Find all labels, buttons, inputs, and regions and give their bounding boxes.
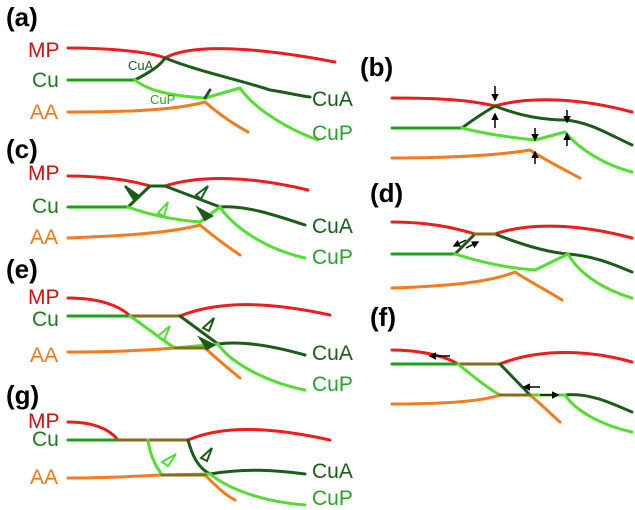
cross-vein — [203, 88, 212, 100]
panel-label-f: (f) — [370, 302, 396, 332]
panel-label-g: (g) — [6, 380, 39, 410]
open-arrow-icon — [199, 447, 213, 463]
cup-label: CuP — [312, 246, 353, 269]
cup-vein — [128, 314, 307, 392]
panel-label-c: (c) — [6, 134, 38, 164]
cua-label: CuA — [312, 88, 353, 111]
mp-vein — [66, 46, 337, 64]
mp-label: MP — [28, 286, 60, 309]
open-arrow-icon — [156, 325, 171, 342]
cup-vein — [456, 362, 634, 434]
aa-label: AA — [30, 466, 58, 489]
cup-vein — [460, 126, 634, 174]
panel-f: (f) — [370, 302, 634, 434]
mp-vein — [66, 174, 310, 192]
cua-vein — [498, 362, 634, 414]
aa-vein — [390, 393, 562, 424]
cua-label: CuA — [312, 215, 353, 238]
cua-vein — [133, 56, 312, 99]
filled-arrow-icon — [197, 335, 217, 351]
cup-label: CuP — [312, 487, 353, 510]
cup-label: CuP — [312, 373, 353, 396]
aa-label: AA — [30, 344, 58, 367]
cua-vein — [126, 184, 307, 227]
movement-arrow — [452, 239, 467, 247]
aa-label: AA — [30, 226, 58, 249]
cup-vein — [146, 438, 307, 507]
cup-vein — [133, 78, 320, 142]
panel-a: (a) MP Cu AA CuA CuP CuA CuP — [6, 2, 353, 145]
cup-small-label: CuP — [150, 92, 175, 107]
cua-vein — [460, 104, 634, 147]
cu-label: Cu — [32, 308, 59, 331]
mp-vein — [390, 220, 634, 240]
cua-label: CuA — [312, 342, 353, 365]
open-arrow-icon — [160, 453, 177, 468]
mp-vein — [66, 420, 332, 442]
panel-d: (d) — [370, 178, 634, 302]
panel-g: (g) MP Cu AA CuA CuP — [6, 380, 353, 510]
filled-arrow-icon — [195, 205, 215, 222]
cup-vein — [453, 252, 634, 300]
mp-vein — [390, 348, 634, 366]
movement-arrow — [465, 241, 480, 249]
mp-label: MP — [28, 410, 60, 433]
panel-label-b: (b) — [360, 52, 393, 82]
panel-c: (c) MP Cu AA CuA CuP — [6, 134, 353, 269]
panel-e: (e) MP Cu AA CuA CuP — [6, 254, 353, 396]
cup-label: CuP — [312, 122, 353, 145]
cua-label: CuA — [312, 460, 353, 483]
cu-label: Cu — [32, 428, 59, 451]
aa-label: AA — [30, 101, 58, 124]
aa-vein — [66, 100, 250, 134]
filled-arrow-icon — [124, 185, 141, 202]
aa-vein — [390, 270, 564, 302]
panel-label-a: (a) — [6, 2, 38, 32]
aa-vein — [66, 223, 242, 257]
cup-vein — [126, 205, 307, 260]
cua-small-label: CuA — [128, 58, 154, 73]
cu-label: Cu — [32, 195, 59, 218]
panel-b: (b) — [360, 52, 634, 180]
open-arrow-icon — [156, 201, 169, 218]
cu-label: Cu — [32, 69, 59, 92]
aa-vein — [390, 148, 582, 180]
aa-vein — [66, 346, 242, 380]
open-arrow-icon — [201, 317, 215, 333]
mp-vein — [390, 96, 634, 114]
aa-vein — [66, 473, 237, 502]
panel-label-d: (d) — [370, 178, 403, 208]
panel-label-e: (e) — [6, 254, 38, 284]
open-arrow-icon — [194, 185, 209, 201]
mp-vein — [66, 296, 332, 318]
mp-label: MP — [28, 39, 60, 62]
mp-label: MP — [28, 162, 60, 185]
